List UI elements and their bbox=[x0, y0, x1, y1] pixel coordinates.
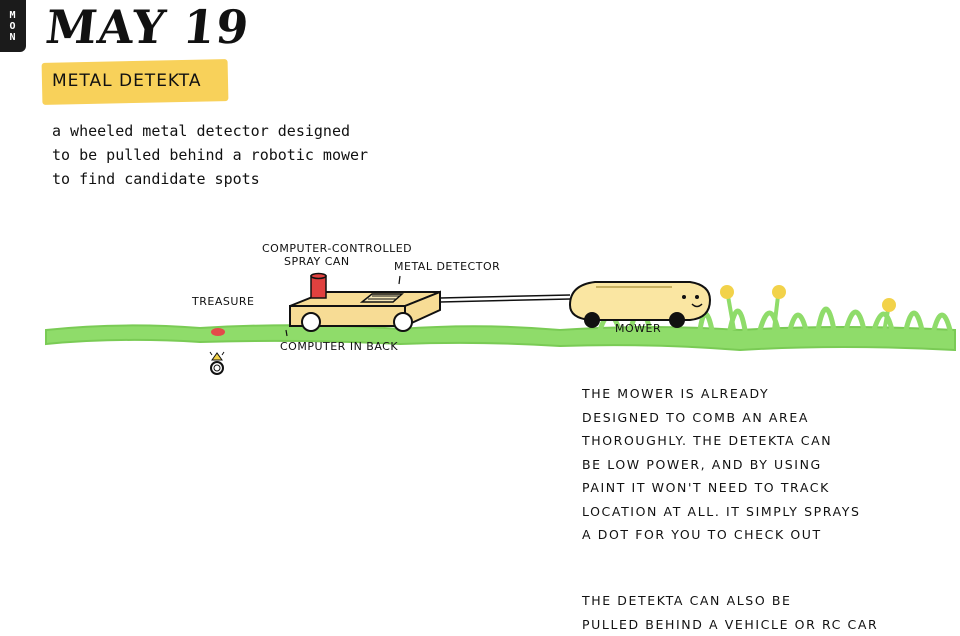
note-paragraph: THE DETEKTA CAN ALSO BE PULLED BEHIND A … bbox=[582, 589, 878, 636]
note-line: BE LOW POWER, AND BY USING bbox=[582, 453, 861, 477]
spray-can-label-line: COMPUTER-CONTROLLED bbox=[262, 242, 412, 255]
metal-detector-label: METAL DETECTOR bbox=[394, 260, 500, 273]
spray-can-label: COMPUTER-CONTROLLED SPRAY CAN bbox=[262, 242, 412, 268]
treasure-label: TREASURE bbox=[192, 295, 254, 308]
spray-can-label-line: SPRAY CAN bbox=[262, 255, 412, 268]
cart-wheel-icon bbox=[394, 313, 412, 331]
note-line: DESIGNED TO COMB AN AREA bbox=[582, 406, 861, 430]
note-line: THE MOWER IS ALREADY bbox=[582, 382, 861, 406]
detekta-cart bbox=[290, 292, 570, 326]
ring-icon bbox=[210, 352, 224, 374]
flower-icon bbox=[772, 285, 786, 330]
mower-wheel-icon bbox=[584, 312, 600, 328]
note-line: PULLED BEHIND A VEHICLE OR RC CAR bbox=[582, 613, 878, 636]
note-line: A DOT FOR YOU TO CHECK OUT bbox=[582, 523, 861, 547]
note-line: THE DETEKTA CAN ALSO BE bbox=[582, 589, 878, 613]
note-line: PAINT IT WON'T NEED TO TRACK bbox=[582, 476, 861, 500]
detector-pointer bbox=[399, 276, 400, 284]
cart-wheel-icon bbox=[302, 313, 320, 331]
mower-wheel-icon bbox=[669, 312, 685, 328]
computer-label: COMPUTER IN BACK bbox=[280, 340, 398, 353]
grass-strip bbox=[46, 309, 955, 350]
flower-icon bbox=[720, 285, 734, 330]
mower-label: MOWER bbox=[615, 322, 661, 335]
spray-can-icon bbox=[311, 274, 326, 299]
note-line: THOROUGHLY. THE DETEKTA CAN bbox=[582, 429, 861, 453]
note-paragraph: THE MOWER IS ALREADY DESIGNED TO COMB AN… bbox=[582, 382, 861, 547]
note-line: LOCATION AT ALL. IT SIMPLY SPRAYS bbox=[582, 500, 861, 524]
paint-dot-icon bbox=[211, 328, 225, 336]
